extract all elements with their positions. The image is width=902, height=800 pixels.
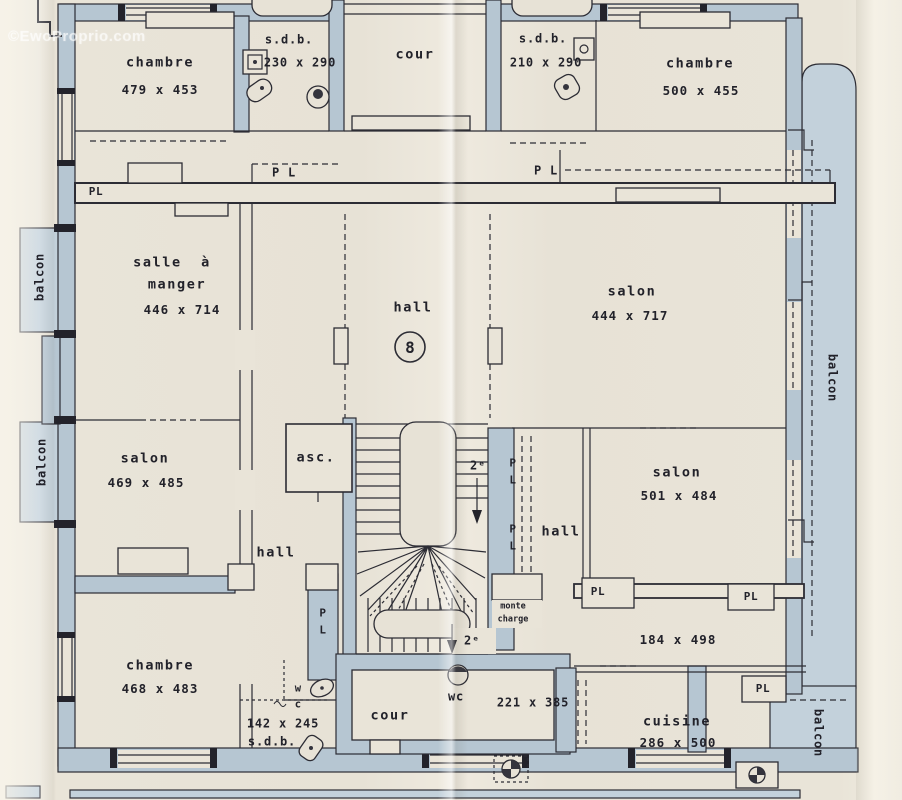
room-dims-sdb-bottom: 142 x 245: [246, 716, 320, 731]
room-label-cour-top: cour: [395, 46, 435, 63]
room-dims-sdb-top-left: 230 x 290: [263, 55, 337, 70]
wc-letter-w: w: [294, 682, 302, 695]
bathtub-left: [251, 0, 333, 17]
floor-number: 8: [405, 338, 415, 357]
pl-letter-p: P: [509, 522, 517, 536]
room-label-ascenseur: asc.: [296, 449, 336, 466]
room-label-chambre-bottom-left: chambre: [125, 657, 195, 674]
closet-label-pl-box-3: PL: [755, 681, 771, 695]
watermark: ©EwoProprio.com: [8, 28, 146, 45]
room-label-salle-a-manger-1: salle à: [133, 254, 211, 271]
sink-left: [242, 49, 268, 75]
sink-right: [573, 37, 595, 61]
wc-letter-c: c: [294, 698, 302, 710]
closet-label-pl-mid: P L: [271, 165, 297, 180]
bidet-left: [246, 78, 273, 103]
pl-letter-l: L: [509, 473, 517, 486]
balcony-label-left-lower: balcon: [34, 437, 49, 487]
closet-label-pl-box-1: PL: [590, 584, 606, 598]
balcony-label-bottom-right: balcon: [811, 708, 826, 758]
room-label-salon-right: salon: [607, 283, 657, 300]
room-dims-184: 184 x 498: [639, 632, 717, 648]
room-label-wc-mid: wc: [447, 689, 465, 704]
floor-marker-upper: 2ᵉ: [469, 458, 487, 473]
floor-number-badge: 8: [394, 331, 426, 363]
room-label-chambre-top-left: chambre: [125, 54, 195, 71]
floor-marker-lower: 2ᵉ: [463, 633, 481, 648]
label-monte-charge: monte charge: [498, 600, 529, 626]
closet-label-pl-left: PL: [88, 184, 104, 198]
room-dims-salon-mid-right: 501 x 484: [640, 488, 718, 504]
room-dims-chambre-top-left: 479 x 453: [121, 82, 199, 98]
pl-letter-l: L: [319, 623, 327, 636]
room-label-hall-right: hall: [541, 523, 581, 540]
room-label-cour-bottom: cour: [370, 707, 410, 724]
room-label-hall-left: hall: [256, 544, 296, 561]
closet-label-pl-box-2: PL: [743, 589, 759, 603]
pl-letter-p: P: [509, 456, 517, 470]
monte-charge-line2: charge: [497, 614, 529, 624]
room-dims-sdb-top-right: 210 x 290: [509, 55, 583, 70]
room-dims-salon-right: 444 x 717: [591, 308, 669, 324]
room-label-salon-mid-right: salon: [652, 464, 702, 481]
room-label-sdb-top-right: s.d.b.: [518, 31, 568, 46]
closet-label-pl-right: P L: [533, 163, 559, 178]
room-dims-chambre-bottom-left: 468 x 483: [121, 681, 199, 697]
room-dims-chambre-top-right: 500 x 455: [662, 83, 740, 99]
balcony-label-right: balcon: [825, 353, 840, 403]
room-label-sdb-top-left: s.d.b.: [264, 32, 314, 47]
room-label-salon-mid-left: salon: [120, 450, 170, 467]
pl-letter-l: L: [509, 539, 517, 552]
monte-charge-line1: monte: [500, 601, 526, 612]
room-label-hall-center: hall: [393, 299, 433, 316]
pl-letter-p: P: [319, 606, 327, 620]
room-label-sdb-bottom: s.d.b.: [247, 734, 297, 749]
room-dims-cuisine: 286 x 500: [639, 735, 717, 751]
room-dims-salle-a-manger: 446 x 714: [143, 302, 221, 318]
room-label-chambre-top-right: chambre: [665, 55, 735, 72]
room-label-cuisine: cuisine: [642, 713, 712, 730]
bathtub-right: [511, 0, 593, 17]
room-label-salle-a-manger-2: manger: [147, 276, 207, 293]
balcony-label-left-upper: balcon: [32, 252, 47, 302]
room-dims-221: 221 x 385: [496, 695, 570, 710]
room-dims-salon-mid-left: 469 x 485: [107, 475, 185, 491]
